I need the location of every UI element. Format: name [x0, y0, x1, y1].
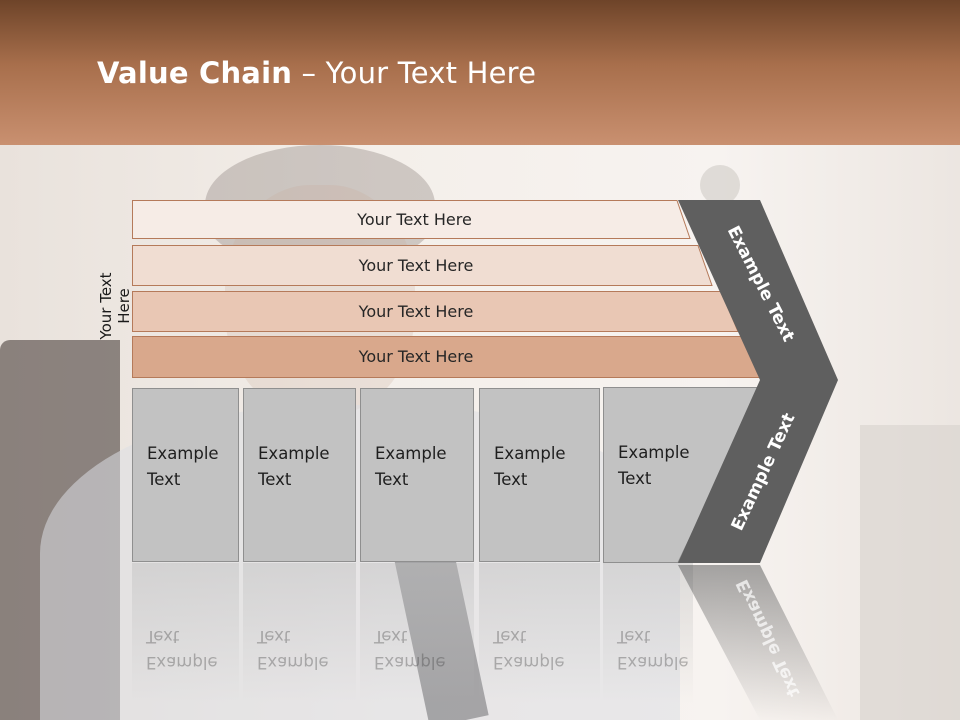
example-block-2: Example Text — [243, 388, 356, 562]
block-text: Example Text — [258, 444, 330, 489]
value-row-1: Your Text Here — [132, 200, 702, 239]
block-text: Example Text — [494, 444, 566, 489]
block-text: Example Text — [618, 443, 690, 488]
value-row-4: Your Text Here — [132, 336, 766, 378]
block-reflection-4: Example Text — [479, 563, 600, 703]
row-shape — [132, 245, 713, 286]
block-text: Example Text — [147, 444, 219, 489]
example-block-5-shape — [603, 387, 763, 563]
header-band: Value Chain – Your Text Here — [0, 0, 960, 145]
block-reflection-1: Example Text — [132, 563, 239, 703]
slide-title: Value Chain – Your Text Here — [97, 56, 536, 90]
title-bold: Value Chain — [97, 56, 293, 90]
example-block-3: Example Text — [360, 388, 474, 562]
block-reflection-5: Example Text — [603, 563, 693, 703]
row-label: Your Text Here — [357, 210, 472, 229]
example-block-5: Example Text — [603, 388, 713, 562]
example-block-1: Example Text — [132, 388, 239, 562]
row-label: Your Text Here — [358, 302, 474, 321]
row-label: Your Text Here — [358, 256, 474, 275]
value-row-2: Your Text Here — [132, 245, 722, 286]
example-block-4: Example Text — [479, 388, 600, 562]
block-text: Example Text — [375, 444, 447, 489]
row-shape — [132, 200, 691, 239]
block-reflection-2: Example Text — [243, 563, 356, 703]
block-reflection-3: Example Text — [360, 563, 474, 703]
title-rest: – Your Text Here — [292, 56, 537, 90]
row-label: Your Text Here — [358, 347, 474, 366]
